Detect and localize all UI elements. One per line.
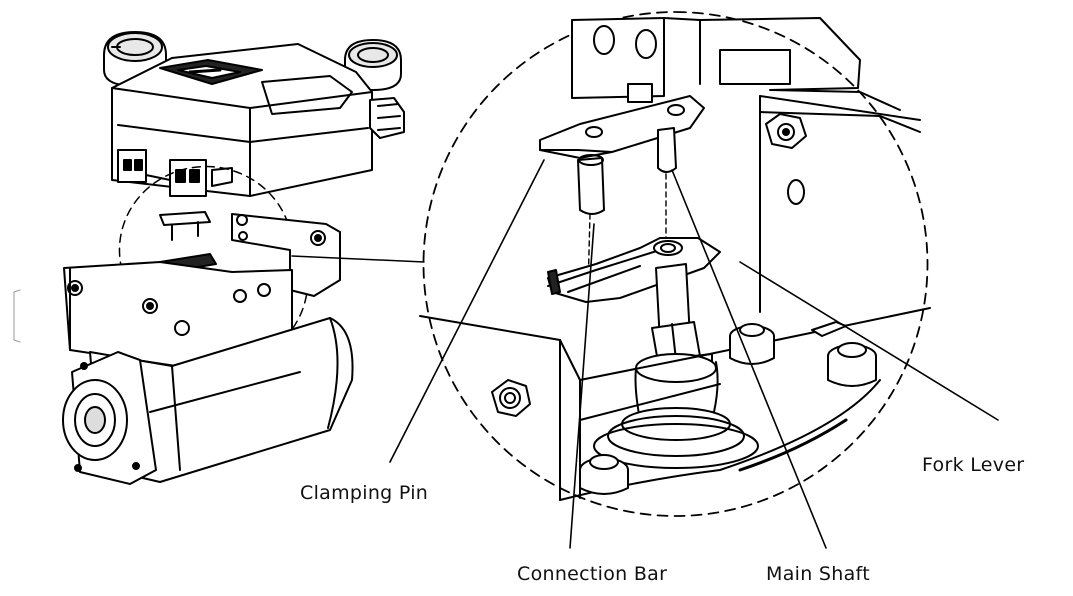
main-shaft-pin xyxy=(657,127,677,173)
bracket-bolt-right xyxy=(827,342,877,387)
zoom-detail-drawing xyxy=(389,11,999,549)
connection-bar-label: Connection Bar xyxy=(517,563,668,585)
clamping-pin-plate xyxy=(539,95,705,159)
clamping-pin xyxy=(577,157,605,215)
actuator-overview-drawing xyxy=(13,31,425,485)
fork-lever-plate xyxy=(547,237,721,303)
fork-lever-label: Fork Lever xyxy=(922,454,1025,476)
bracket-wall-nut xyxy=(765,113,807,149)
detail-circle-large xyxy=(422,11,929,517)
bracket-bolt-left xyxy=(491,379,531,417)
bracket-bolt-mid xyxy=(729,323,775,365)
clamping-pin-label: Clamping Pin xyxy=(300,482,429,504)
main-shaft-label: Main Shaft xyxy=(766,563,870,585)
bracket-bolt-bottom xyxy=(579,454,629,495)
